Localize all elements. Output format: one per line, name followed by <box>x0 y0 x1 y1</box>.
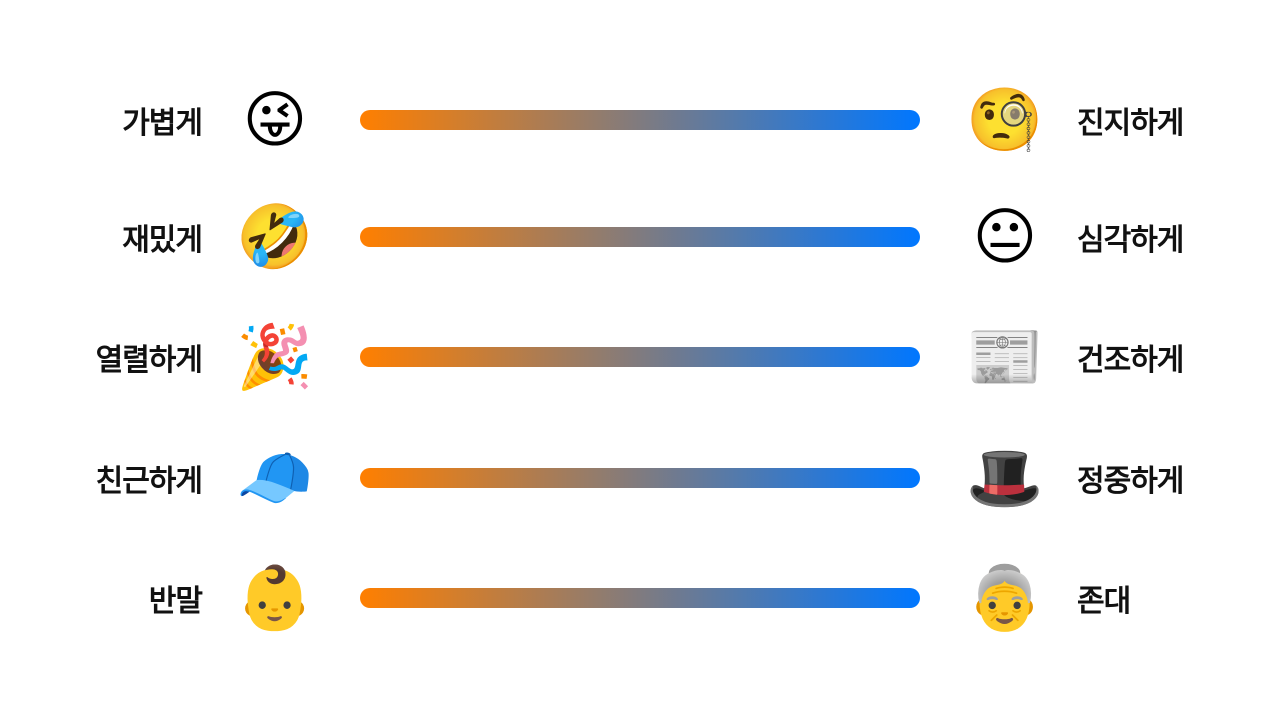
right-label: 심각하게 <box>1077 223 1184 258</box>
party-popper-icon: 🎉 <box>236 320 314 393</box>
left-label: 친근하게 <box>95 464 203 499</box>
gradient-scale-bar <box>360 227 920 247</box>
scale-row: 친근하게 🧢 🎩 정중하게 <box>0 438 1280 518</box>
rolling-on-floor-laughing-icon: 🤣 <box>236 200 314 273</box>
right-label: 진지하게 <box>1077 106 1184 141</box>
scale-row: 열렬하게 🎉 📰 건조하게 <box>0 317 1280 397</box>
right-label: 정중하게 <box>1077 464 1184 499</box>
right-label: 건조하게 <box>1077 343 1184 378</box>
winking-face-with-tongue-icon: 😜 <box>242 83 308 156</box>
old-woman-icon: 👵 <box>966 561 1044 634</box>
gradient-scale-bar <box>360 468 920 488</box>
gradient-scale-bar <box>360 347 920 367</box>
scale-row: 반말 👶 👵 존대 <box>0 558 1280 638</box>
left-label: 가볍게 <box>122 106 203 141</box>
left-label: 재밌게 <box>122 223 203 258</box>
left-label: 반말 <box>148 584 203 619</box>
right-label: 존대 <box>1077 584 1131 619</box>
newspaper-icon: 📰 <box>966 320 1044 393</box>
neutral-face-icon: 😐 <box>972 200 1038 273</box>
billed-cap-icon: 🧢 <box>236 441 314 514</box>
gradient-scale-bar <box>360 110 920 130</box>
left-label: 열렬하게 <box>95 343 203 378</box>
top-hat-icon: 🎩 <box>966 441 1044 514</box>
face-with-monocle-icon: 🧐 <box>966 83 1044 156</box>
gradient-scale-bar <box>360 588 920 608</box>
scale-row: 가볍게 😜 🧐 진지하게 <box>0 80 1280 160</box>
baby-icon: 👶 <box>236 561 314 634</box>
scale-row: 재밌게 🤣 😐 심각하게 <box>0 197 1280 277</box>
